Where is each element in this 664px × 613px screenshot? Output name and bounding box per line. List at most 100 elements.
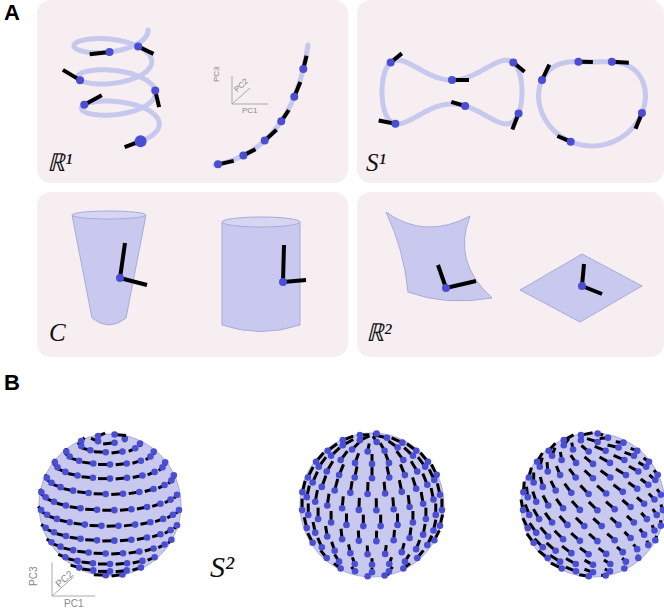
sample-dot bbox=[390, 537, 397, 544]
manifold-label: ℝ² bbox=[366, 320, 392, 345]
sample-dot bbox=[139, 558, 146, 565]
sample-dot bbox=[161, 541, 168, 548]
sample-dot bbox=[313, 458, 320, 465]
sample-dot bbox=[159, 464, 166, 471]
sample-dot bbox=[631, 453, 638, 460]
sample-dot bbox=[136, 548, 143, 555]
sample-dot bbox=[386, 460, 393, 467]
tangent-bar bbox=[283, 245, 284, 282]
sample-dot bbox=[111, 537, 118, 544]
sample-dot bbox=[635, 468, 642, 475]
sample-dot bbox=[360, 523, 367, 530]
sample-dot bbox=[574, 58, 582, 66]
sample-dot bbox=[299, 489, 306, 496]
manifold-surface bbox=[386, 212, 492, 301]
sample-dot bbox=[520, 507, 527, 514]
sample-dot bbox=[391, 120, 399, 128]
sample-dot bbox=[369, 461, 376, 468]
sample-dot bbox=[621, 565, 628, 572]
sample-dot bbox=[594, 439, 601, 446]
sample-dot bbox=[558, 565, 565, 572]
manifold-label: ℝ¹ bbox=[47, 150, 73, 175]
sample-dot bbox=[645, 481, 652, 488]
sample-dot bbox=[144, 504, 151, 511]
sample-dot bbox=[423, 516, 430, 523]
sample-dot bbox=[57, 543, 64, 550]
sample-dot bbox=[347, 490, 354, 497]
sample-dot bbox=[52, 459, 59, 466]
sample-dot bbox=[577, 507, 584, 514]
sample-dot bbox=[309, 479, 316, 486]
sample-dot bbox=[343, 522, 350, 529]
sample-dot bbox=[623, 558, 630, 565]
manifold-curve bbox=[539, 62, 646, 146]
sample-dot bbox=[147, 519, 154, 526]
sample-dot bbox=[414, 555, 421, 562]
manifold-label: C bbox=[49, 320, 66, 345]
sample-dot bbox=[339, 505, 346, 512]
sample-dot bbox=[442, 284, 450, 292]
sample-dot bbox=[448, 76, 456, 84]
sample-dot bbox=[620, 439, 627, 446]
sample-dot bbox=[90, 460, 97, 467]
sample-dot bbox=[312, 498, 319, 505]
sample-dot bbox=[461, 102, 469, 110]
sample-dot bbox=[94, 537, 101, 544]
sample-dot bbox=[364, 448, 371, 455]
sample-dot bbox=[324, 447, 331, 454]
sample-dot bbox=[132, 445, 139, 452]
sample-dot bbox=[602, 448, 609, 455]
sample-dot bbox=[658, 491, 664, 498]
sample-dot bbox=[151, 87, 159, 95]
sample-dot bbox=[644, 516, 651, 523]
sample-dot bbox=[339, 536, 346, 543]
sample-dot bbox=[357, 432, 364, 439]
sample-dot bbox=[598, 523, 605, 530]
sample-dot bbox=[608, 58, 616, 66]
sample-dot bbox=[74, 558, 81, 565]
sample-dot bbox=[570, 446, 577, 453]
sample-dot bbox=[603, 490, 610, 497]
sample-dot bbox=[382, 490, 389, 497]
sample-dot bbox=[369, 475, 376, 482]
sample-dot bbox=[150, 545, 157, 552]
sample-dot bbox=[386, 568, 393, 575]
sample-dot bbox=[167, 527, 174, 534]
sample-dot bbox=[312, 529, 319, 536]
sample-dot bbox=[151, 554, 158, 561]
sample-dot bbox=[351, 474, 358, 481]
sample-dot bbox=[410, 519, 417, 526]
sample-dot bbox=[51, 529, 58, 536]
sample-dot bbox=[349, 446, 356, 453]
sample-dot bbox=[384, 434, 391, 441]
sample-dot bbox=[552, 547, 559, 554]
sample-dot bbox=[568, 490, 575, 497]
sample-dot bbox=[545, 502, 552, 509]
tangent-bar bbox=[120, 243, 125, 278]
sample-dot bbox=[557, 472, 564, 479]
sample-dot bbox=[176, 507, 183, 514]
sample-dot bbox=[128, 536, 135, 543]
sample-dot bbox=[619, 489, 626, 496]
axis-label: PC3 bbox=[213, 66, 221, 82]
sample-dot bbox=[167, 496, 174, 503]
sample-dot bbox=[544, 468, 551, 475]
sample-dot bbox=[77, 535, 84, 542]
tangent-bar bbox=[120, 278, 147, 285]
sample-dot bbox=[526, 474, 533, 481]
sample-dot bbox=[48, 479, 55, 486]
sample-dot bbox=[107, 561, 114, 568]
sample-dot bbox=[102, 550, 109, 557]
sample-dot bbox=[299, 507, 306, 514]
sample-dot bbox=[540, 544, 547, 551]
sample-dot bbox=[82, 521, 89, 528]
sample-dot bbox=[530, 479, 537, 486]
axis-line bbox=[232, 76, 233, 104]
sample-dot bbox=[128, 506, 135, 513]
sample-dot bbox=[398, 549, 405, 556]
sample-dot bbox=[406, 504, 413, 511]
sample-dot bbox=[42, 524, 49, 531]
sample-dot bbox=[78, 438, 85, 445]
sample-dot bbox=[386, 561, 393, 568]
axis-line bbox=[232, 104, 268, 105]
